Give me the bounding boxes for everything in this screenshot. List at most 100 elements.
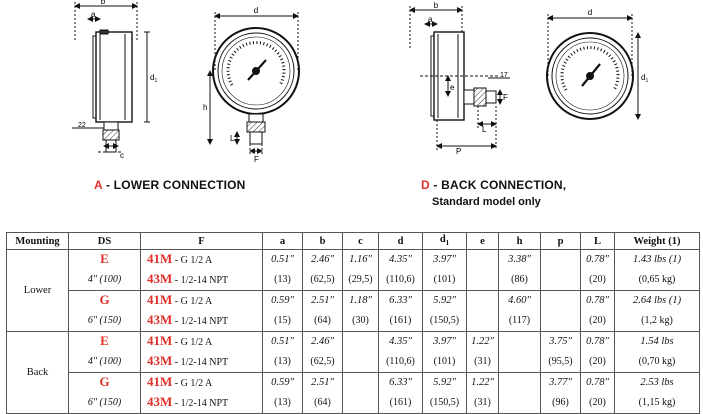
cell-d1: 3.97" — [422, 331, 467, 352]
cell-p: (96) — [540, 393, 581, 414]
table-row: 4" (100)43M - 1/2-14 NPT(13)(62,5)(110,6… — [7, 352, 700, 373]
cell-e: 1.22" — [466, 331, 499, 352]
cell-p — [540, 249, 581, 270]
mounting-cell: Lower — [6, 249, 69, 332]
model-code: 41M — [147, 292, 173, 307]
model-connection: - 1/2-14 NPT — [172, 316, 229, 327]
cell-h — [498, 372, 541, 393]
cell-b: 2.51" — [302, 372, 343, 393]
cell-c: (29,5) — [342, 270, 379, 291]
header-c: c — [342, 232, 379, 250]
ds-size: 6" (150) — [68, 311, 141, 332]
header-ds: DS — [68, 232, 141, 250]
header-f: F — [140, 232, 263, 250]
cell-p — [540, 311, 581, 332]
model-code: 43M — [147, 394, 173, 409]
ds-code-text: G — [99, 292, 110, 307]
back-dim-P-label: P — [456, 147, 461, 156]
cell-c — [342, 393, 379, 414]
model-connection: - G 1/2 A — [172, 337, 213, 348]
ds-code: G — [68, 290, 141, 311]
cell-d: 6.33" — [378, 372, 423, 393]
spec-table: Mounting DS F a b c d d1 e h p L Weight … — [6, 232, 700, 414]
cell-h — [498, 393, 541, 414]
ds-code-text: E — [100, 333, 109, 348]
cell-a: 0.59" — [262, 372, 303, 393]
cell-p — [540, 290, 581, 311]
cell-w: (0,65 kg) — [614, 270, 700, 291]
cell-d: (161) — [378, 311, 423, 332]
cell-d1: (101) — [422, 352, 467, 373]
header-d1: d1 — [422, 232, 467, 250]
cell-p: 3.77" — [540, 372, 581, 393]
mounting-cell: Back — [6, 331, 69, 414]
table-row: 6" (150)43M - 1/2-14 NPT(13)(64)(161)(15… — [7, 393, 700, 414]
cell-b: (62,5) — [302, 270, 343, 291]
cell-d1: (101) — [422, 270, 467, 291]
cell-w: 2.53 lbs — [614, 372, 700, 393]
cell-e: (31) — [466, 352, 499, 373]
cell-b: (62,5) — [302, 352, 343, 373]
cell-b: 2.51" — [302, 290, 343, 311]
model-connection: - 1/2-14 NPT — [172, 398, 229, 409]
cell-e — [466, 270, 499, 291]
model-connection: - 1/2-14 NPT — [172, 357, 229, 368]
cell-d1: 5.92" — [422, 372, 467, 393]
cell-a: (13) — [262, 270, 303, 291]
header-weight: Weight (1) — [614, 232, 700, 250]
cell-w: (0,70 kg) — [614, 352, 700, 373]
cell-h: 3.38" — [498, 249, 541, 270]
cell-b: (64) — [302, 311, 343, 332]
cell-L: 0.78" — [580, 372, 615, 393]
header-L: L — [580, 232, 615, 250]
cell-L: 0.78" — [580, 249, 615, 270]
ds-code: G — [68, 372, 141, 393]
cell-d: 6.33" — [378, 290, 423, 311]
lower-front-view — [207, 12, 300, 155]
back-front-dim-d-label: d — [588, 8, 592, 17]
back-dim-b-label: b — [434, 1, 439, 10]
model-connection: - G 1/2 A — [172, 296, 213, 307]
cell-p: 3.75" — [540, 331, 581, 352]
model-cell: 43M - 1/2-14 NPT — [140, 311, 263, 332]
cell-b: 2.46" — [302, 249, 343, 270]
model-code: 43M — [147, 312, 173, 327]
header-b: b — [302, 232, 343, 250]
cell-a: (15) — [262, 311, 303, 332]
model-connection: - 1/2-14 NPT — [172, 275, 229, 286]
cell-a: 0.51" — [262, 331, 303, 352]
model-cell: 41M - G 1/2 A — [140, 249, 263, 270]
cell-e — [466, 249, 499, 270]
header-d: d — [378, 232, 423, 250]
cell-w: (1,2 kg) — [614, 311, 700, 332]
cell-h — [498, 352, 541, 373]
cell-c: 1.16" — [342, 249, 379, 270]
ds-code-text: E — [100, 251, 109, 266]
cell-d: 4.35" — [378, 249, 423, 270]
cell-b: 2.46" — [302, 331, 343, 352]
dim-h-label: h — [203, 103, 207, 112]
header-a: a — [262, 232, 303, 250]
cell-d: (110,6) — [378, 270, 423, 291]
wrench-size-label: 22 — [78, 122, 86, 129]
back-dim-e-label: e — [450, 83, 455, 92]
front-dim-d-label: d — [254, 6, 258, 15]
table-row: 6" (150)43M - 1/2-14 NPT(15)(64)(30)(161… — [7, 311, 700, 332]
cell-L: 0.78" — [580, 290, 615, 311]
cell-d: (110,6) — [378, 352, 423, 373]
cell-b: (64) — [302, 393, 343, 414]
ds-size: 6" (150) — [68, 393, 141, 414]
table-row: 4" (100)43M - 1/2-14 NPT(13)(62,5)(29,5)… — [7, 270, 700, 291]
technical-drawings: b a d1 c 22 d h L F — [72, 0, 648, 164]
cell-e: 1.22" — [466, 372, 499, 393]
header-h: h — [498, 232, 541, 250]
cell-a: 0.51" — [262, 249, 303, 270]
ds-size: 4" (100) — [68, 270, 141, 291]
back-dim-a-label: a — [428, 15, 433, 24]
cell-h: (117) — [498, 311, 541, 332]
cell-h: (86) — [498, 270, 541, 291]
cell-d: 4.35" — [378, 331, 423, 352]
